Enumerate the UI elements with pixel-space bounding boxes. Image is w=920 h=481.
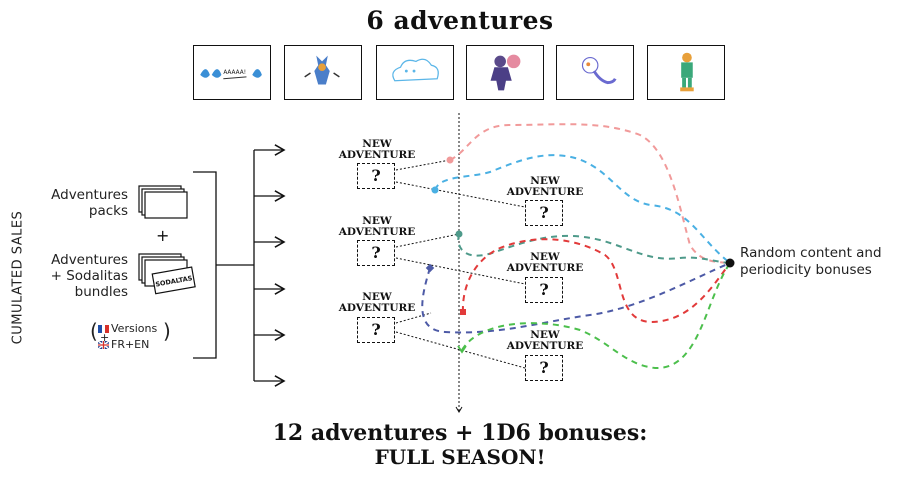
- fr-en-label: FR+EN: [111, 338, 150, 351]
- new-adventure-title-2: NEW ADVENTURE: [338, 215, 416, 238]
- ninja-icon: [490, 54, 521, 91]
- green-marker: [457, 345, 467, 354]
- svg-text:AAAAA!: AAAAA!: [223, 70, 246, 76]
- random-content-label: Random content and periodicity bonuses: [740, 245, 882, 278]
- adventures-packs-label: Adventures packs: [51, 187, 128, 219]
- mystery-box-5: ?: [525, 277, 563, 303]
- full-season-label: FULL SEASON!: [374, 445, 546, 469]
- adventure-thumbnail-3: [376, 45, 454, 100]
- red-path: [461, 238, 731, 324]
- pink-marker: [446, 156, 454, 164]
- ghost-icon: [581, 56, 617, 85]
- bundles-stack-icon: SODALTAS: [138, 253, 196, 295]
- navy-marker: [425, 263, 435, 273]
- versions-open-paren: (: [90, 319, 98, 343]
- mystery-box-3: ?: [357, 317, 395, 343]
- new-adventure-title-5: NEW ADVENTURE: [506, 251, 584, 274]
- mystery-box-1: ?: [357, 163, 395, 189]
- adventure-thumbnail-6: [647, 45, 725, 100]
- mystery-box-2: ?: [357, 240, 395, 266]
- season-headline: 12 adventures + 1D6 bonuses:: [272, 420, 648, 446]
- blue-path: [434, 154, 731, 264]
- uk-flag-icon: [97, 340, 110, 350]
- new-adventure-title-6: NEW ADVENTURE: [506, 329, 584, 352]
- mystery-box-4: ?: [525, 200, 563, 226]
- adventure-thumbnail-1: AAAAA!: [193, 45, 271, 100]
- knight-icon: [680, 52, 694, 92]
- teal-path: [457, 233, 731, 264]
- versions-plus: +: [100, 331, 110, 344]
- mystery-box-6: ?: [525, 355, 563, 381]
- fish-icon: AAAAA!: [200, 69, 262, 80]
- adventure-thumbnail-5: [556, 45, 634, 100]
- pink-path: [449, 123, 731, 264]
- convergence-dot: [725, 258, 735, 268]
- packs-stack-icon: [138, 185, 188, 219]
- adventure-thumbnail-2: [284, 45, 362, 100]
- navy-path: [421, 262, 731, 334]
- sales-bracket: [193, 171, 217, 359]
- adventure-thumbnail-4: [466, 45, 544, 100]
- plus-sign: +: [156, 226, 170, 245]
- sales-arrows: [254, 144, 286, 387]
- versions-label: Versions: [111, 322, 158, 335]
- page-title: 6 adventures: [366, 6, 554, 35]
- new-adventure-title-3: NEW ADVENTURE: [338, 291, 416, 314]
- new-adventure-title-4: NEW ADVENTURE: [506, 175, 584, 198]
- new-adventure-title-1: NEW ADVENTURE: [338, 138, 416, 161]
- red-marker: [460, 309, 466, 315]
- green-path: [461, 262, 731, 370]
- versions-close-paren: ): [163, 319, 171, 343]
- dragon-icon: [304, 55, 340, 85]
- cloud-creature-icon: [392, 58, 439, 82]
- french-flag-icon: [98, 324, 110, 333]
- blue-marker: [431, 186, 439, 194]
- adventures-bundles-label: Adventures + Sodalitas bundles: [50, 252, 128, 300]
- teal-marker: [455, 230, 463, 238]
- versions-note: ( Versions + FR+EN ): [90, 319, 180, 351]
